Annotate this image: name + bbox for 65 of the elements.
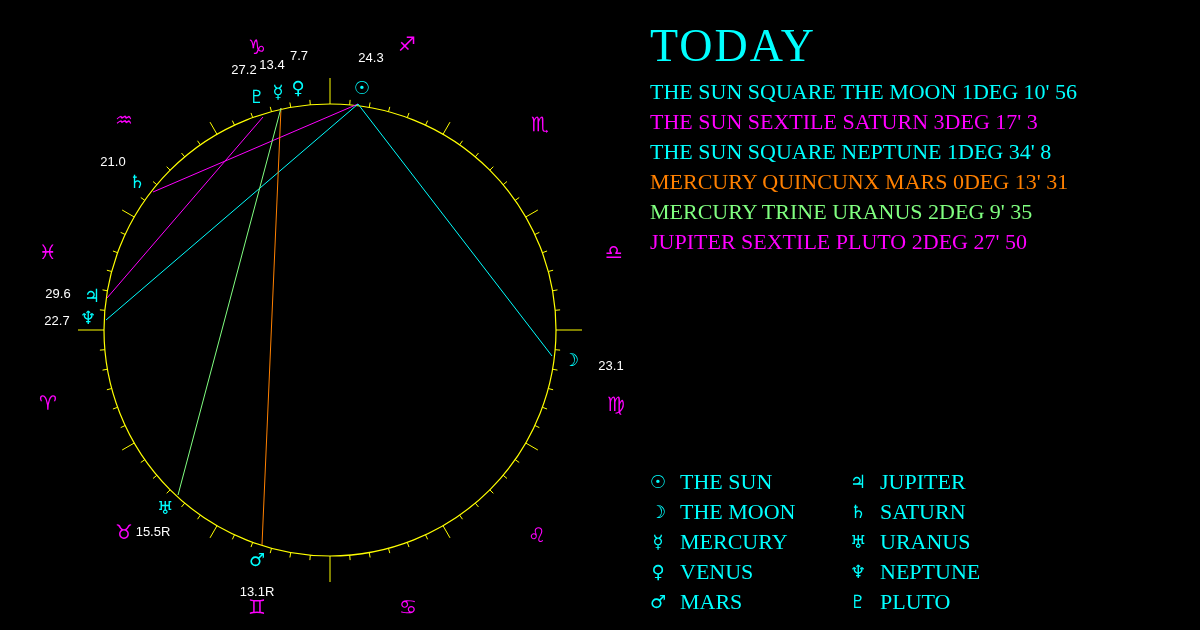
aspect-text: THE SUN SQUARE NEPTUNE 1DEG 34' 8	[650, 141, 1052, 163]
aspect-line	[152, 103, 359, 193]
aspect-line	[357, 103, 553, 357]
degree-label: 24.3	[358, 50, 384, 64]
planet-symbol: ♇	[849, 593, 867, 611]
aspect-text: THE SUN SEXTILE SATURN 3DEG 17' 3	[650, 111, 1038, 133]
zodiac-symbol: ♈	[39, 393, 57, 413]
planet-symbol: ♆	[849, 563, 867, 581]
title: TODAY	[650, 23, 816, 69]
planet-name: THE MOON	[680, 501, 796, 523]
planet-symbol: ♆	[79, 309, 97, 327]
planet-symbol: ♀	[651, 563, 665, 581]
planet-name: NEPTUNE	[880, 561, 981, 583]
planet-symbol: ♂	[649, 593, 667, 611]
degree-label: 23.1	[598, 358, 624, 372]
planet-symbol: ☽	[562, 351, 580, 369]
planet-symbol: ♄	[128, 173, 146, 191]
planet-symbol: ♇	[248, 88, 266, 106]
degree-label: 15.5R	[135, 524, 171, 538]
planet-symbol: ☉	[353, 79, 371, 97]
planet-symbol: ☿	[272, 83, 284, 101]
aspect-line	[105, 103, 359, 321]
planet-symbol: ♅	[849, 533, 867, 551]
planet-symbol: ☉	[649, 473, 667, 491]
planet-symbol: ♅	[156, 499, 174, 517]
zodiac-symbol: ♎	[605, 242, 623, 262]
zodiac-symbol: ♊	[248, 597, 266, 617]
planet-name: THE SUN	[680, 471, 773, 493]
zodiac-symbol: ♒	[115, 110, 133, 130]
degree-label: 13.1R	[239, 584, 275, 598]
planet-symbol: ♀	[291, 79, 305, 97]
planet-symbol: ♂	[248, 551, 266, 569]
planet-name: PLUTO	[880, 591, 951, 613]
degree-label: 22.7	[44, 313, 70, 327]
planet-name: SATURN	[880, 501, 966, 523]
aspect-line	[261, 107, 282, 546]
planet-symbol: ♃	[83, 287, 101, 305]
zodiac-symbol: ♍	[607, 394, 625, 414]
zodiac-symbol: ♌	[528, 525, 546, 545]
aspect-line	[177, 107, 282, 496]
planet-symbol: ☿	[652, 533, 664, 551]
planet-symbol: ☽	[649, 503, 667, 521]
zodiac-symbol: ♐	[398, 34, 416, 54]
planet-name: JUPITER	[880, 471, 966, 493]
degree-label: 21.0	[100, 154, 126, 168]
zodiac-symbol: ♓	[39, 242, 57, 262]
planet-name: MERCURY	[680, 531, 788, 553]
zodiac-symbol: ♉	[115, 522, 133, 542]
planet-name: URANUS	[880, 531, 971, 553]
planet-symbol: ♃	[849, 473, 867, 491]
aspect-text: THE SUN SQUARE THE MOON 1DEG 10' 56	[650, 81, 1078, 103]
zodiac-symbol: ♏	[531, 114, 549, 134]
zodiac-symbol: ♑	[248, 37, 266, 57]
degree-label: 29.6	[45, 286, 71, 300]
aspect-text: JUPITER SEXTILE PLUTO 2DEG 27' 50	[650, 231, 1027, 253]
planet-symbol: ♄	[849, 503, 867, 521]
degree-label: 7.7	[289, 48, 309, 62]
planet-name: MARS	[680, 591, 743, 613]
zodiac-symbol: ♋	[399, 597, 417, 617]
degree-label: 27.2	[231, 62, 257, 76]
degree-label: 13.4	[259, 57, 285, 71]
planet-name: VENUS	[680, 561, 754, 583]
aspect-text: MERCURY TRINE URANUS 2DEG 9' 35	[650, 201, 1033, 223]
aspect-line	[106, 116, 264, 299]
aspect-text: MERCURY QUINCUNX MARS 0DEG 13' 31	[650, 171, 1069, 193]
